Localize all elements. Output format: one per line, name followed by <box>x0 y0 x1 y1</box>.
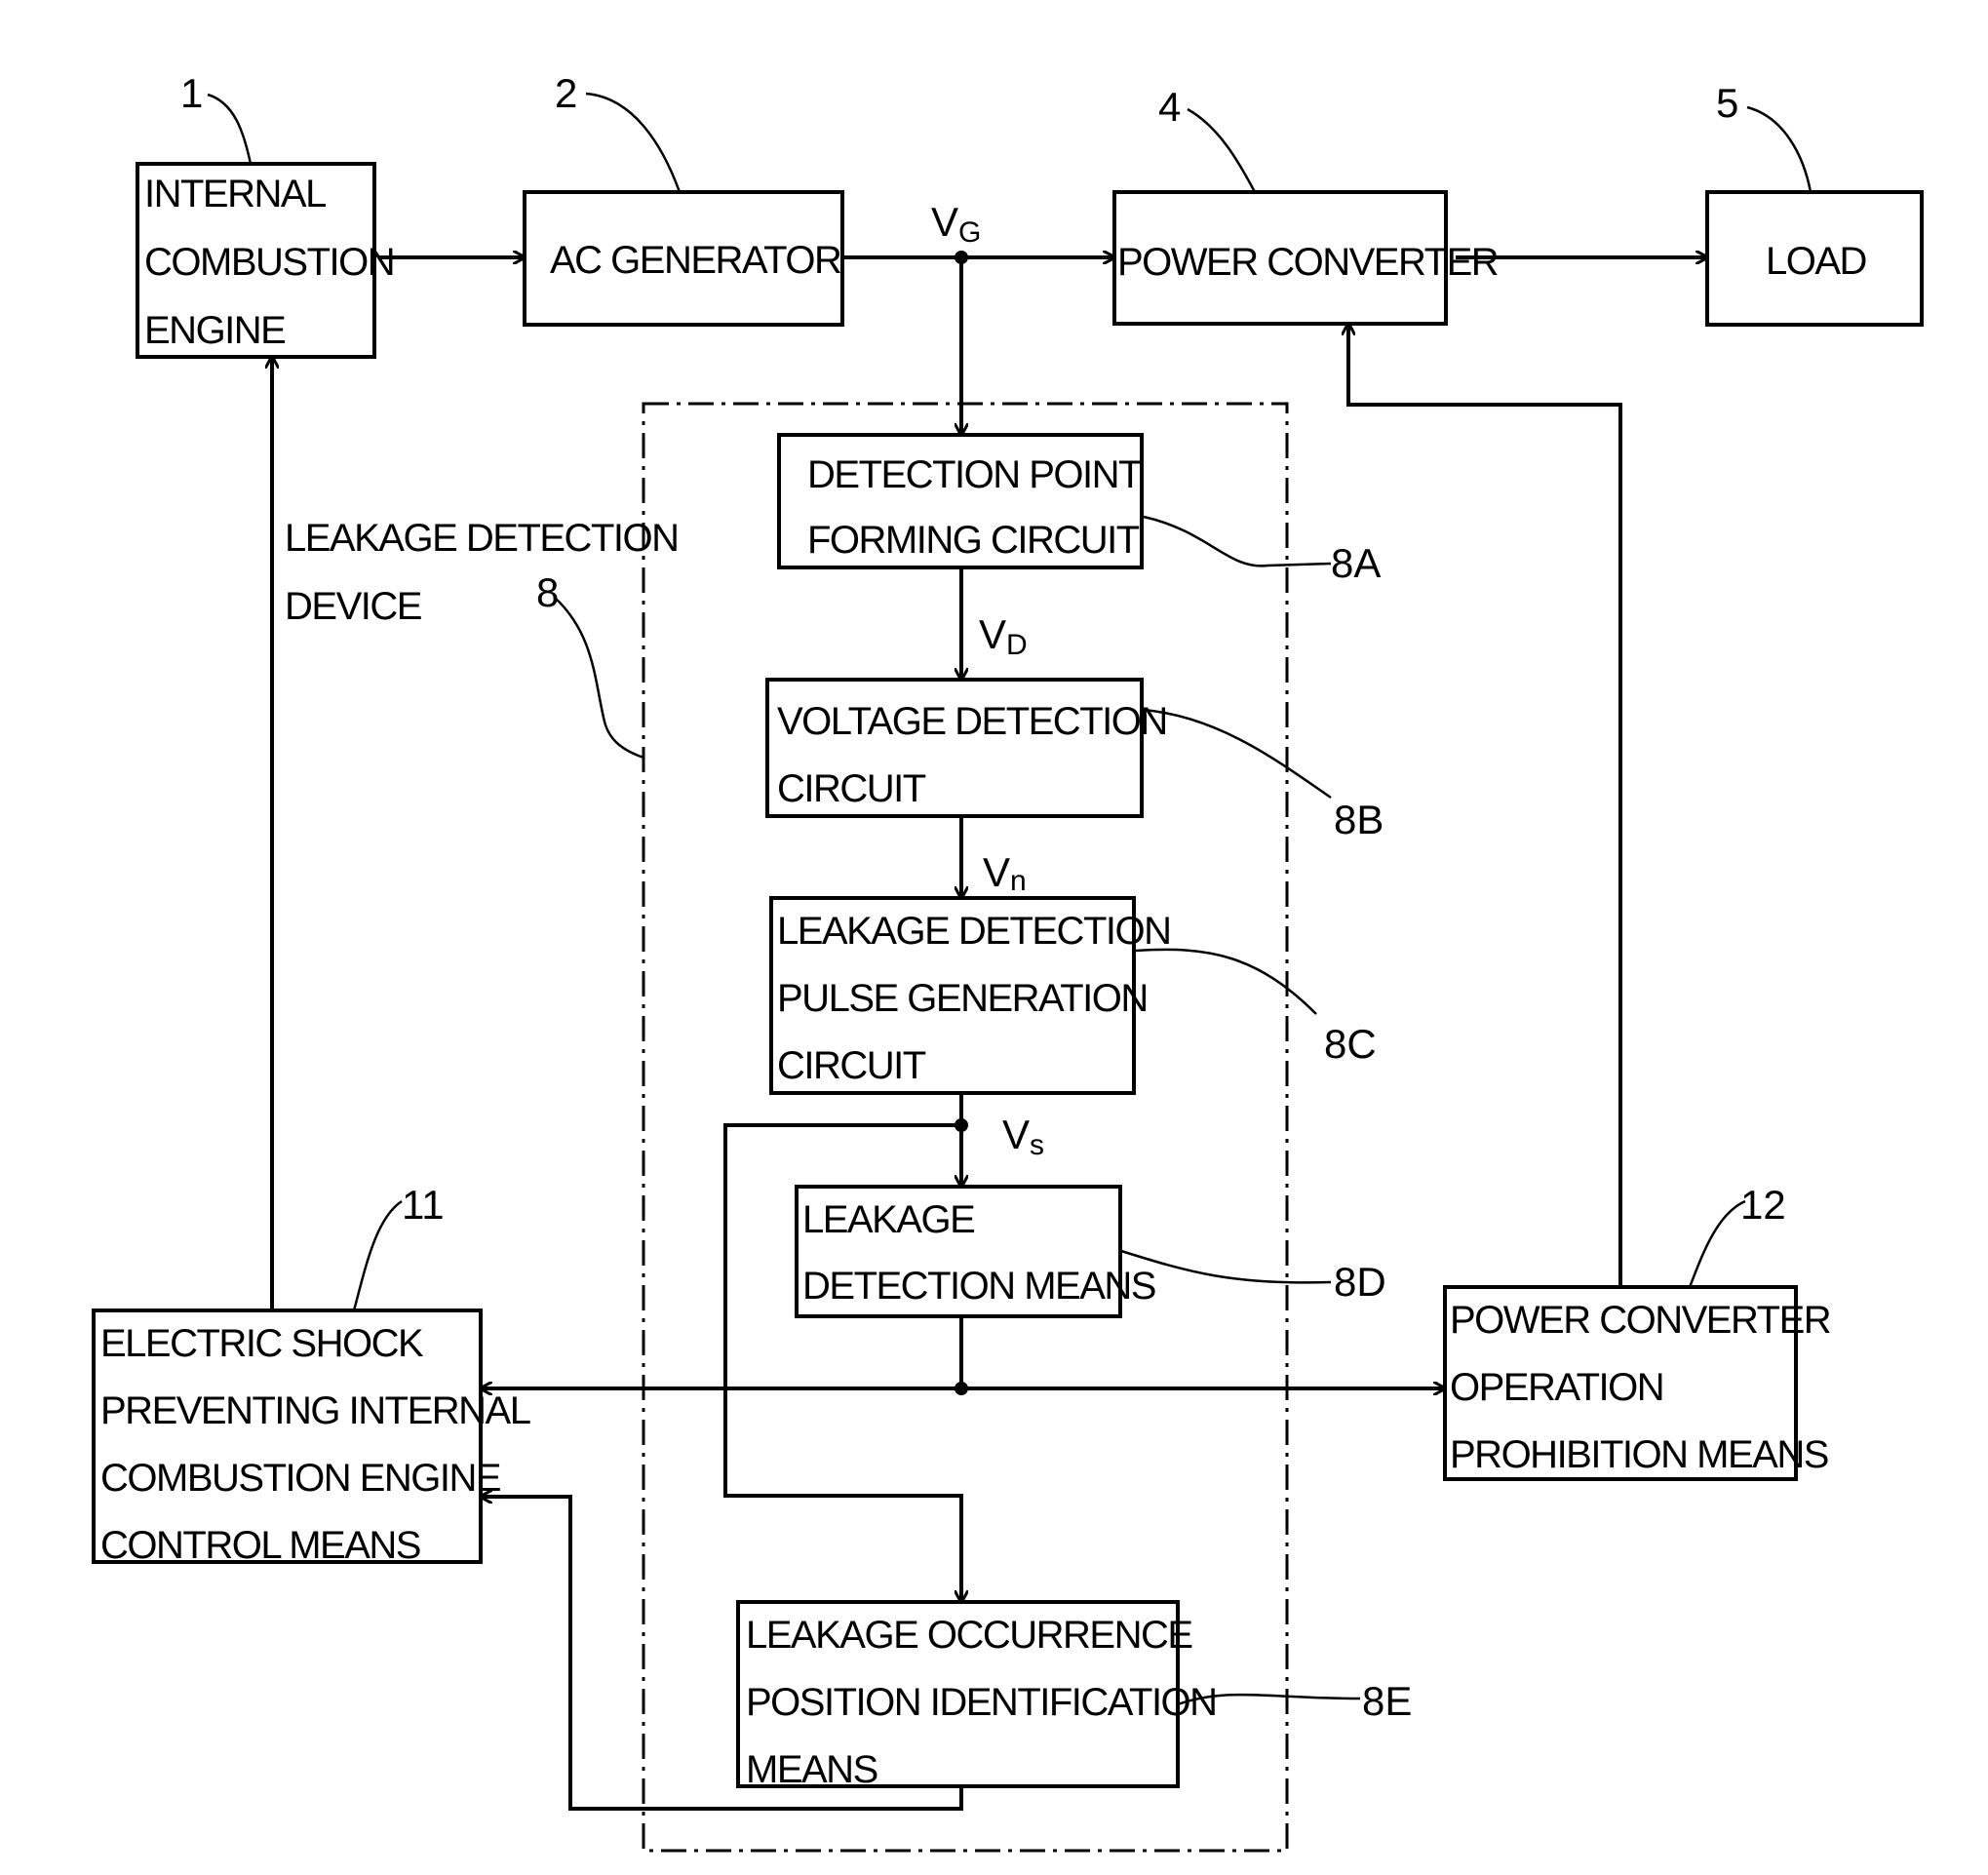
engine-label-line-3: ENGINE <box>144 309 285 352</box>
device-label-line-2: DEVICE <box>285 585 421 628</box>
ref-8a: 8A <box>1331 540 1381 586</box>
shock-control-label-line-1: ELECTRIC SHOCK <box>100 1322 424 1365</box>
position-identification-label-line-1: LEAKAGE OCCURRENCE <box>746 1614 1192 1657</box>
leader-8a <box>1144 517 1331 566</box>
voltage-detection-label-line-1: VOLTAGE DETECTION <box>777 700 1167 743</box>
leader-5 <box>1747 107 1811 192</box>
shock-control-label-line-4: CONTROL MEANS <box>100 1524 420 1567</box>
load-label: LOAD <box>1766 240 1866 283</box>
position-identification-label-line-3: MEANS <box>746 1748 877 1791</box>
leader-11 <box>354 1201 402 1310</box>
engine-block: INTERNAL COMBUSTION ENGINE <box>137 164 394 357</box>
ref-8: 8 <box>536 569 559 615</box>
ref-5: 5 <box>1716 80 1738 126</box>
voltage-detection-circuit-block: VOLTAGE DETECTION CIRCUIT <box>767 680 1167 816</box>
ref-8d: 8D <box>1334 1259 1386 1305</box>
ref-8b: 8B <box>1334 797 1384 842</box>
load-block: LOAD <box>1707 192 1922 325</box>
ref-8c: 8C <box>1324 1021 1377 1067</box>
signal-vg: VG <box>931 199 981 249</box>
pulse-generation-label-line-1: LEAKAGE DETECTION <box>777 910 1170 953</box>
shock-control-label-line-3: COMBUSTION ENGINE <box>100 1457 500 1500</box>
leader-8 <box>554 597 643 758</box>
engine-label-line-2: COMBUSTION <box>144 241 394 284</box>
leader-8c <box>1136 950 1316 1014</box>
prohibition-label-line-2: OPERATION <box>1450 1366 1663 1409</box>
leader-8b <box>1144 710 1331 798</box>
ref-4: 4 <box>1158 84 1181 130</box>
signal-vn: Vn <box>983 849 1027 897</box>
pulse-generation-label-line-2: PULSE GENERATION <box>777 977 1148 1020</box>
power-converter-label: POWER CONVERTER <box>1117 241 1499 284</box>
prohibition-label-line-1: POWER CONVERTER <box>1450 1299 1831 1342</box>
shock-control-label-line-2: PREVENTING INTERNAL <box>100 1389 530 1432</box>
leader-12 <box>1690 1201 1745 1287</box>
power-converter-block: POWER CONVERTER <box>1114 192 1499 324</box>
ac-generator-label: AC GENERATOR <box>550 239 841 282</box>
signal-vs: Vs <box>1002 1112 1044 1161</box>
voltage-detection-label-line-2: CIRCUIT <box>777 767 926 810</box>
leakage-detection-pulse-generation-circuit-block: LEAKAGE DETECTION PULSE GENERATION CIRCU… <box>771 898 1170 1093</box>
electric-shock-preventing-control-means-block: ELECTRIC SHOCK PREVENTING INTERNAL COMBU… <box>94 1310 530 1567</box>
ac-generator-block: AC GENERATOR <box>525 192 842 325</box>
detection-point-label-line-1: DETECTION POINT <box>807 453 1142 496</box>
detection-point-forming-circuit-block: DETECTION POINT FORMING CIRCUIT <box>779 435 1142 567</box>
signal-vd: VD <box>979 611 1028 661</box>
prohibition-to-converter-arrow <box>1348 324 1620 1287</box>
power-converter-operation-prohibition-means-block: POWER CONVERTER OPERATION PROHIBITION ME… <box>1445 1287 1831 1479</box>
ref-2: 2 <box>555 70 577 116</box>
ref-1: 1 <box>180 70 203 116</box>
leakage-detection-means-block: LEAKAGE DETECTION MEANS <box>797 1187 1155 1316</box>
leader-1 <box>208 95 251 164</box>
device-label-line-1: LEAKAGE DETECTION <box>285 517 678 560</box>
leakage-detection-means-label-line-2: DETECTION MEANS <box>802 1265 1155 1308</box>
leakage-occurrence-position-identification-means-block: LEAKAGE OCCURRENCE POSITION IDENTIFICATI… <box>738 1602 1217 1791</box>
prohibition-label-line-3: PROHIBITION MEANS <box>1450 1433 1828 1476</box>
ref-12: 12 <box>1740 1182 1786 1228</box>
ref-8e: 8E <box>1362 1678 1412 1724</box>
engine-label-line-1: INTERNAL <box>144 173 326 215</box>
leader-4 <box>1188 109 1255 192</box>
leader-2 <box>586 94 680 192</box>
leakage-detection-means-label-line-1: LEAKAGE <box>802 1198 974 1241</box>
position-identification-label-line-2: POSITION IDENTIFICATION <box>746 1681 1217 1724</box>
ref-11: 11 <box>402 1182 445 1228</box>
detection-point-label-line-2: FORMING CIRCUIT <box>807 519 1140 562</box>
pulse-generation-label-line-3: CIRCUIT <box>777 1044 926 1087</box>
leakage-detection-device-label: LEAKAGE DETECTION DEVICE <box>285 517 678 628</box>
